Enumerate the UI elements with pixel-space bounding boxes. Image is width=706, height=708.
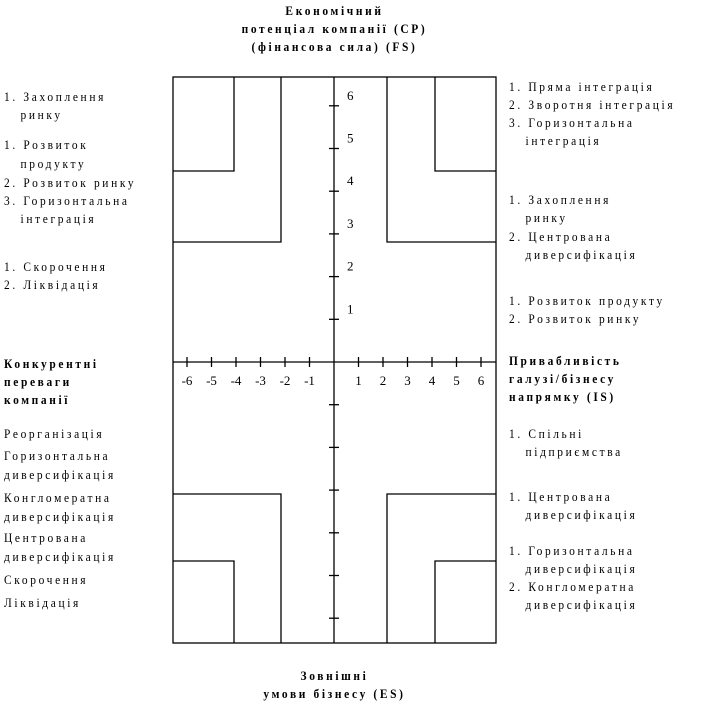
right-top-item: 1. Пряма інтеграція [509, 79, 655, 94]
zone-top-left-outer [173, 77, 282, 243]
zone-top-right-outer [386, 77, 496, 243]
zone-bottom-left-outer [173, 493, 282, 643]
left-axis-title-line-1: Конкурентні [4, 356, 99, 371]
right-axis-title-line-3: напрямку (IS) [509, 389, 616, 404]
right-bottom-item: підприємства [509, 444, 623, 459]
x-tick-label: -3 [255, 373, 266, 388]
zone-bottom-left-inner [173, 560, 235, 643]
bottom-title-line-1: Зовнішні [300, 668, 369, 683]
left-bottom-item: Ліквідація [4, 595, 81, 610]
right-axis-title-line-2: галузі/бізнесу [509, 371, 617, 386]
y-tick-label: 3 [347, 216, 354, 231]
right-top-item: диверсифікація [509, 247, 638, 262]
x-tick-label: -5 [206, 373, 217, 388]
left-bottom-item: диверсифікація [4, 467, 116, 482]
right-bottom-item: диверсифікація [509, 561, 638, 576]
left-bottom-item: диверсифікація [4, 549, 116, 564]
left-top-item: 1. Захоплення [4, 89, 106, 104]
x-tick-label: -4 [231, 373, 242, 388]
left-bottom-item: Скорочення [4, 572, 89, 587]
x-tick-label: 2 [380, 373, 387, 388]
y-tick-label: 1 [347, 301, 354, 316]
right-bottom-item: диверсифікація [509, 597, 638, 612]
left-axis-title-line-3: компанії [4, 392, 71, 407]
left-top-item: ринку [4, 107, 63, 122]
top-title-line-2: потенціал компанії (CP) [241, 21, 428, 36]
zone-top-left-inner [173, 77, 235, 172]
right-bottom-item: 2. Конгломератна [509, 579, 636, 594]
left-bottom-item: Центрована [4, 530, 88, 545]
left-top-item: 1. Скорочення [4, 259, 108, 274]
y-tick-label: 4 [347, 173, 354, 188]
top-title-line-1: Економічний [285, 3, 384, 18]
left-top-item: інтеграція [4, 211, 97, 226]
left-top-item: 2. Розвиток ринку [4, 175, 137, 190]
right-bottom-item: диверсифікація [509, 507, 638, 522]
right-top-item: ринку [509, 210, 568, 225]
zone-bottom-right-outer [386, 493, 496, 643]
bottom-title-line-2: умови бізнесу (ES) [263, 686, 406, 701]
x-tick-label: -1 [304, 373, 315, 388]
left-axis-title-line-2: переваги [4, 374, 72, 389]
right-bottom-item: 1. Горизонтальна [509, 543, 635, 558]
x-tick-label: 1 [355, 373, 362, 388]
right-top-item: 1. Розвиток продукту [509, 293, 665, 308]
left-top-item: продукту [4, 156, 87, 171]
y-tick-label: 2 [347, 259, 354, 274]
right-bottom-item: 1. Спільні [509, 426, 585, 441]
left-bottom-item: Реорганізація [4, 426, 105, 441]
right-axis-title-line-1: Привабливість [509, 353, 622, 368]
top-title-line-3: (фінансова сила) (FS) [251, 39, 418, 54]
x-tick-label: -2 [280, 373, 291, 388]
right-top-item: 1. Захоплення [509, 192, 611, 207]
y-tick-label: 5 [347, 131, 354, 146]
y-tick-label: 6 [347, 88, 354, 103]
left-top-item: 3. Горизонтальна [4, 193, 130, 208]
left-bottom-item: Конгломератна [4, 490, 112, 505]
right-top-item: 2. Розвиток ринку [509, 311, 642, 326]
right-bottom-item: 1. Центрована [509, 489, 613, 504]
zone-top-right-inner [434, 77, 496, 172]
left-bottom-item: диверсифікація [4, 509, 116, 524]
zone-bottom-right-inner [434, 560, 496, 643]
x-tick-label: -6 [182, 373, 193, 388]
x-tick-label: 4 [429, 373, 436, 388]
left-bottom-item: Горизонтальна [4, 448, 111, 463]
left-top-item: 1. Розвиток [4, 137, 89, 152]
right-top-item: 2. Зворотня інтеграція [509, 97, 676, 112]
left-top-item: 2. Ліквідація [4, 277, 101, 292]
right-top-item: 2. Центрована [509, 229, 613, 244]
right-top-item: 3. Горизонтальна [509, 115, 635, 130]
right-top-item: інтеграція [509, 133, 602, 148]
x-tick-label: 5 [453, 373, 460, 388]
x-tick-label: 6 [478, 373, 485, 388]
x-tick-label: 3 [404, 373, 411, 388]
